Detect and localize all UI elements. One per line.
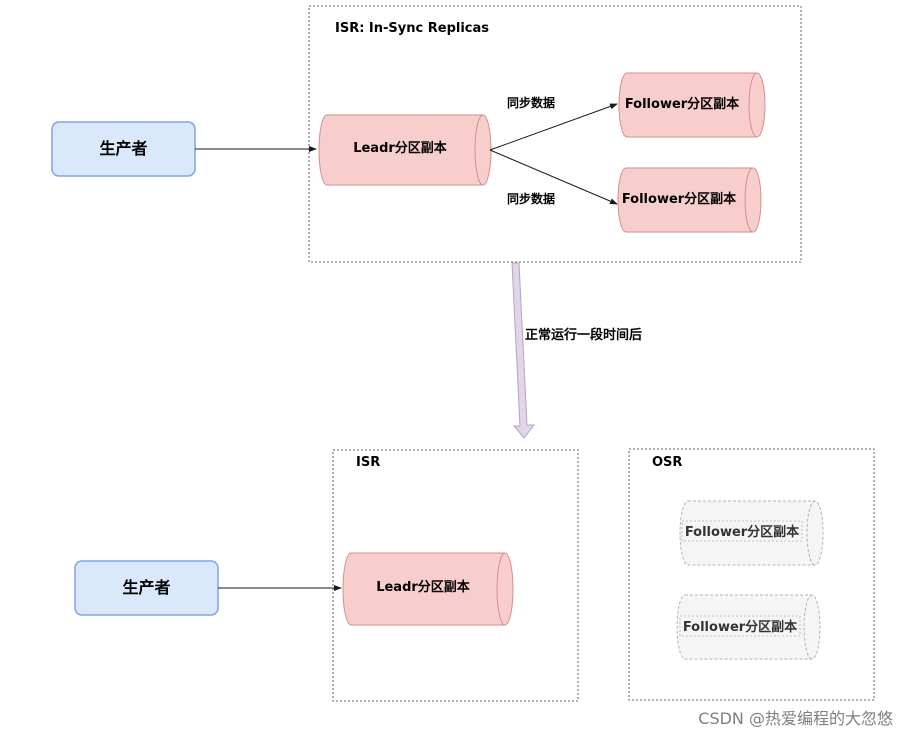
csdn-watermark: CSDN @热爱编程的大忽悠 [698, 709, 893, 728]
transition-arrow [511, 262, 536, 439]
sync-arrow-1 [489, 103, 618, 151]
follower-replica-top-1-label: Follower分区副本 [625, 96, 739, 112]
osr-follower-replica-1-label: Follower分区副本 [685, 524, 799, 540]
follower-replica-top-2-label: Follower分区副本 [622, 191, 736, 207]
producer-top[interactable]: 生产者 [51, 121, 196, 177]
osr-follower-replica-1[interactable]: Follower分区副本 [679, 500, 824, 566]
sync-arrow-2 [489, 149, 618, 205]
isr-group-top-label: ISR: In-Sync Replicas [335, 21, 489, 36]
leader-replica-bottom-label: Leadr分区副本 [376, 579, 470, 595]
follower-replica-top-2[interactable]: Follower分区副本 [617, 167, 762, 233]
sync-label-1: 同步数据 [507, 95, 555, 110]
producer-top-label: 生产者 [99, 139, 147, 158]
producer-bottom-label: 生产者 [122, 578, 170, 597]
osr-group [628, 448, 875, 701]
osr-follower-replica-2-label: Follower分区副本 [683, 619, 797, 635]
transition-label: 正常运行一段时间后 [525, 327, 642, 343]
osr-group-label: OSR [652, 455, 682, 470]
follower-replica-top-1[interactable]: Follower分区副本 [618, 72, 766, 138]
sync-label-2: 同步数据 [507, 191, 555, 206]
leader-replica-top-label: Leadr分区副本 [353, 140, 447, 156]
isr-group-bottom-label: ISR [356, 455, 380, 470]
producer-bottom[interactable]: 生产者 [74, 560, 219, 616]
osr-follower-replica-2[interactable]: Follower分区副本 [676, 594, 821, 660]
isr-group-top [308, 5, 802, 263]
leader-replica-top[interactable]: Leadr分区副本 [318, 114, 492, 186]
leader-replica-bottom[interactable]: Leadr分区副本 [342, 552, 514, 626]
